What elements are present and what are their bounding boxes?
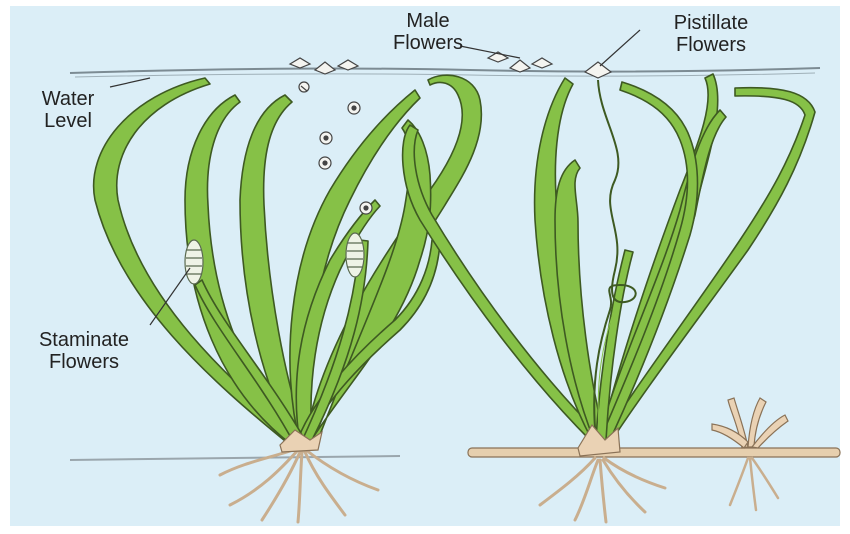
male-flowers-label-line1: Male (386, 10, 470, 32)
pistillate-flowers-label: Pistillate Flowers (636, 12, 786, 56)
pistillate-flowers-label-line2: Flowers (636, 34, 786, 56)
staminate-flowers-label-line1: Staminate (14, 329, 154, 351)
pistillate-flowers-label-line1: Pistillate (636, 12, 786, 34)
male-flowers-label-line2: Flowers (386, 32, 470, 54)
left-plant-leaves (94, 75, 482, 445)
plantlet-roots (730, 458, 778, 510)
stolon (468, 448, 840, 457)
water-level-label-line1: Water (26, 88, 110, 110)
left-roots (220, 449, 378, 522)
pistillate-flowers-leader (600, 30, 640, 66)
pistillate-flower (585, 62, 611, 78)
leaf (598, 110, 726, 440)
water-level-label-line2: Level (26, 110, 110, 132)
right-roots (540, 458, 665, 522)
young-plantlet (712, 398, 788, 448)
substrate-line-left (70, 456, 400, 460)
staminate-flowers-label: Staminate Flowers (14, 329, 154, 373)
water-level-label: Water Level (26, 88, 110, 132)
water-level-leader (110, 78, 150, 87)
male-flowers-label: Male Flowers (386, 10, 470, 54)
staminate-flowers-label-line2: Flowers (14, 351, 154, 373)
